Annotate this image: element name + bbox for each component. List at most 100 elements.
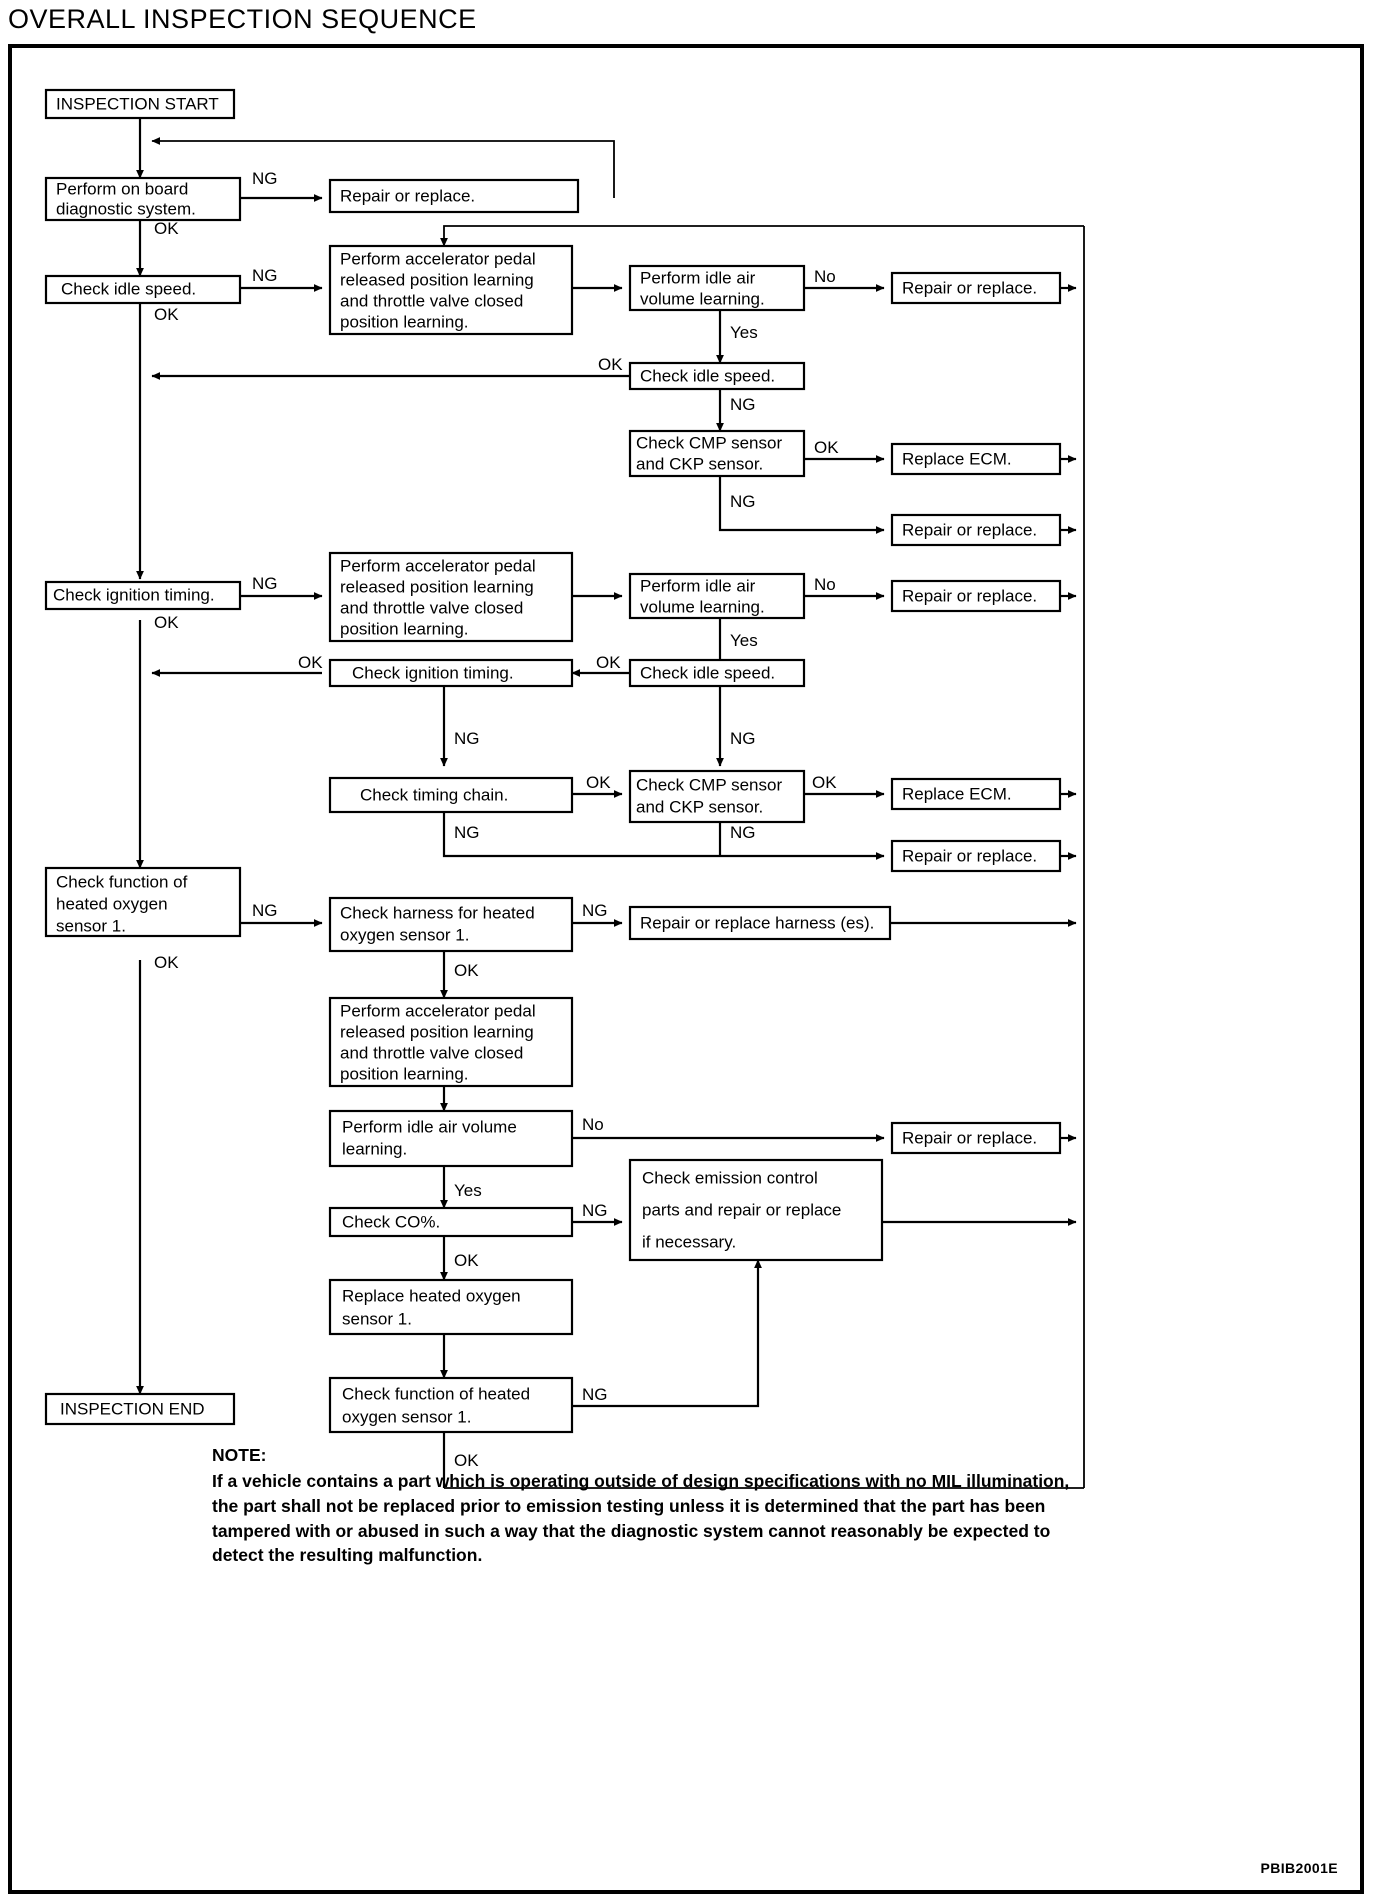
node-learning-2[interactable]: Perform accelerator pedal released posit… [328, 551, 574, 643]
node-idle-air-volume-learning-1[interactable]: Perform idle air volume learning. [628, 264, 806, 312]
node-idle-air-volume-learning-2[interactable]: Perform idle air volume learning. [628, 572, 806, 620]
edge-label-ng: NG [582, 1201, 608, 1220]
node-label: Check idle speed. [640, 366, 775, 385]
node-perform-obd[interactable]: Perform on board diagnostic system. [44, 176, 242, 222]
node-label: Check CO%. [342, 1212, 440, 1231]
edge-label-ng: NG [730, 823, 756, 842]
edge-label-ok: OK [598, 355, 623, 374]
node-label: position learning. [340, 312, 469, 331]
node-label: INSPECTION START [56, 94, 219, 113]
edge-right-return-to-learn1 [440, 225, 1084, 247]
edge-label-ok: OK [154, 305, 179, 324]
node-label: sensor 1. [56, 916, 126, 935]
node-check-idle-speed-1[interactable]: Check idle speed. [44, 274, 242, 305]
node-label: Check timing chain. [360, 785, 508, 804]
node-label: released position learning [340, 270, 534, 289]
node-label: Repair or replace. [902, 520, 1037, 539]
node-label: Check idle speed. [640, 663, 775, 682]
edge-label-ok: OK [298, 653, 323, 672]
node-label: oxygen sensor 1. [342, 1407, 471, 1426]
edge-label-ng: NG [252, 266, 278, 285]
edge-label-yes: Yes [454, 1181, 482, 1200]
node-label: learning. [342, 1139, 407, 1158]
node-check-function-ho2s-2[interactable]: Check function of heated oxygen sensor 1… [328, 1376, 574, 1434]
node-repair-or-replace-2[interactable]: Repair or replace. [890, 271, 1062, 305]
inspection-sequence-flowchart: INSPECTION START Perform on board diagno… [44, 88, 1085, 1489]
node-label: Check idle speed. [61, 279, 196, 298]
node-label: position learning. [340, 619, 469, 638]
node-check-emission-control[interactable]: Check emission control parts and repair … [628, 1158, 884, 1262]
node-check-ignition-timing-1[interactable]: Check ignition timing. [44, 580, 242, 611]
node-repair-or-replace-1[interactable]: Repair or replace. [328, 178, 580, 214]
node-label: diagnostic system. [56, 199, 196, 218]
node-repair-replace-harness[interactable]: Repair or replace harness (es). [628, 905, 892, 941]
note-line-2: the part shall not be replaced prior to … [212, 1495, 1046, 1516]
node-label: Perform idle air volume [342, 1117, 517, 1136]
note-line-4: detect the resulting malfunction. [212, 1545, 483, 1566]
node-label: and CKP sensor. [636, 797, 763, 816]
node-label: and throttle valve closed [340, 291, 523, 310]
node-inspection-start[interactable]: INSPECTION START [44, 88, 236, 120]
node-check-cmp-ckp-2[interactable]: Check CMP sensor and CKP sensor. [628, 769, 806, 824]
note-block: NOTE: If a vehicle contains a part which… [212, 1443, 1212, 1568]
node-learning-1[interactable]: Perform accelerator pedal released posit… [328, 244, 574, 336]
node-inspection-end[interactable]: INSPECTION END [44, 1392, 236, 1426]
node-check-co[interactable]: Check CO%. [328, 1206, 574, 1238]
node-repair-or-replace-5[interactable]: Repair or replace. [890, 839, 1062, 873]
edge-chain-to-rr5 [442, 812, 885, 860]
node-label: Check ignition timing. [53, 585, 215, 604]
node-label: Perform accelerator pedal [340, 556, 536, 575]
edge-label-yes: Yes [730, 631, 758, 650]
node-label: and CKP sensor. [636, 454, 763, 473]
node-repair-or-replace-6[interactable]: Repair or replace. [890, 1121, 1062, 1155]
node-label: if necessary. [642, 1232, 736, 1251]
note-heading: NOTE: [212, 1445, 267, 1465]
node-repair-or-replace-4[interactable]: Repair or replace. [890, 579, 1062, 613]
edge-label-ok: OK [596, 653, 621, 672]
node-label: INSPECTION END [60, 1399, 205, 1418]
node-label: Repair or replace. [340, 186, 475, 205]
node-label: Replace heated oxygen [342, 1286, 521, 1305]
node-label: Replace ECM. [902, 784, 1012, 803]
node-check-idle-speed-3[interactable]: Check idle speed. [628, 658, 806, 688]
diagram-frame: INSPECTION START Perform on board diagno… [8, 44, 1364, 1894]
node-label: and throttle valve closed [340, 1043, 523, 1062]
edge-label-ok: OK [154, 613, 179, 632]
node-label: volume learning. [640, 289, 765, 308]
edge-label-ng: NG [730, 729, 756, 748]
edge-label-ok: OK [586, 773, 611, 792]
node-learning-3[interactable]: Perform accelerator pedal released posit… [328, 996, 574, 1088]
node-label: Check function of heated [342, 1384, 530, 1403]
edge-rr1-return [151, 137, 615, 198]
edge-label-ng: NG [730, 492, 756, 511]
node-replace-ecm-2[interactable]: Replace ECM. [890, 777, 1062, 811]
edge-cmp1-to-rr3 [718, 476, 885, 534]
node-check-timing-chain[interactable]: Check timing chain. [328, 776, 574, 814]
node-check-cmp-ckp-1[interactable]: Check CMP sensor and CKP sensor. [628, 429, 806, 478]
node-check-harness-ho2s[interactable]: Check harness for heated oxygen sensor 1… [328, 896, 574, 953]
node-label: Perform accelerator pedal [340, 1001, 536, 1020]
node-label: Check ignition timing. [352, 663, 514, 682]
node-idle-air-volume-learning-3[interactable]: Perform idle air volume learning. [328, 1109, 574, 1168]
node-label: Check CMP sensor [636, 775, 782, 794]
edge-label-ok: OK [454, 961, 479, 980]
node-replace-ecm-1[interactable]: Replace ECM. [890, 442, 1062, 476]
node-check-function-ho2s-1[interactable]: Check function of heated oxygen sensor 1… [44, 866, 242, 938]
node-check-idle-speed-2[interactable]: Check idle speed. [628, 361, 806, 391]
node-label: oxygen sensor 1. [340, 925, 469, 944]
node-replace-ho2s[interactable]: Replace heated oxygen sensor 1. [328, 1278, 574, 1336]
node-check-ignition-timing-2[interactable]: Check ignition timing. [328, 658, 574, 688]
note-line-3: tampered with or abused in such a way th… [212, 1520, 1051, 1541]
edge-label-ng: NG [252, 901, 278, 920]
node-label: Perform idle air [640, 268, 756, 287]
edge-label-no: No [582, 1115, 604, 1134]
page-title: OVERALL INSPECTION SEQUENCE [8, 4, 477, 34]
node-label: released position learning [340, 1022, 534, 1041]
edge-label-ok: OK [454, 1251, 479, 1270]
node-label: released position learning [340, 577, 534, 596]
node-repair-or-replace-3[interactable]: Repair or replace. [890, 513, 1062, 547]
edge-label-ng: NG [730, 395, 756, 414]
edge-label-ok: OK [454, 1451, 479, 1470]
edge-label-ng: NG [454, 823, 480, 842]
node-label: and throttle valve closed [340, 598, 523, 617]
